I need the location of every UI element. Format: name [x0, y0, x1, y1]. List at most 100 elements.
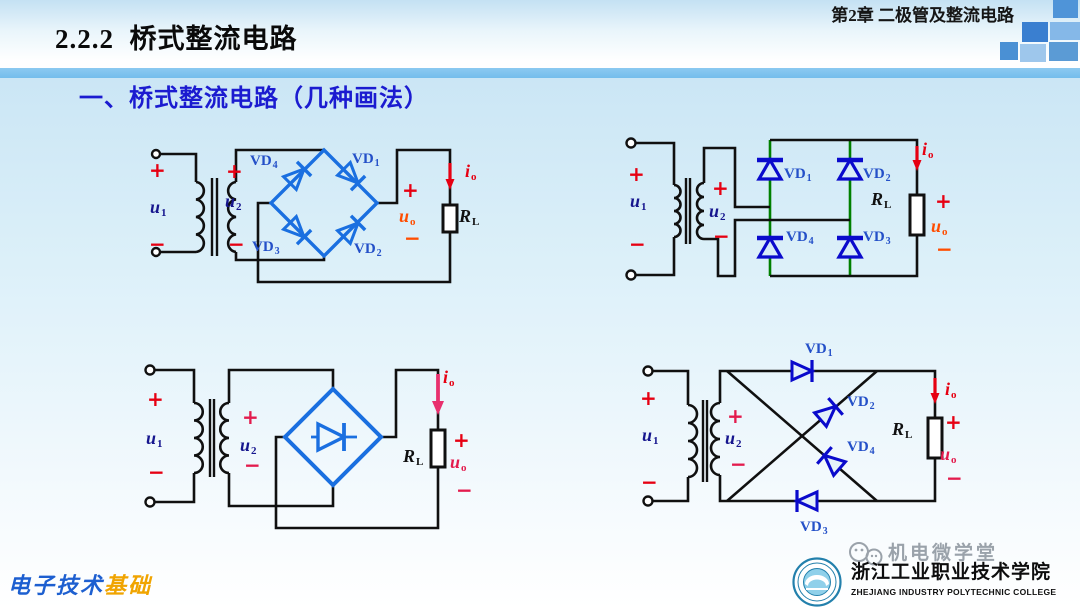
content-background [0, 78, 1080, 608]
course-title-blue: 电子技术 [8, 573, 105, 598]
diode-vd2-icon [836, 156, 864, 181]
minus-sign: − [936, 237, 953, 261]
primary-coil [193, 401, 205, 475]
diode-vd4-icon [756, 234, 784, 259]
bridge-circuit-vertical [625, 137, 926, 281]
plus-sign: + [402, 178, 419, 202]
diode-vd4-icon [280, 160, 313, 193]
transformer-core [210, 178, 219, 256]
plus-sign: + [226, 159, 243, 183]
secondary-coil [709, 401, 721, 477]
primary-coil [673, 183, 682, 239]
transformer-coils [195, 180, 237, 254]
plus-sign: + [727, 404, 744, 428]
deco-square [1053, 0, 1078, 18]
current-arrow-io [930, 378, 940, 404]
input-terminals [642, 365, 654, 507]
label-u1: u1 [146, 428, 163, 451]
load-resistor [908, 193, 926, 237]
plus-sign: + [242, 405, 259, 429]
input-terminals [150, 148, 162, 258]
label-u2: u2 [725, 428, 742, 451]
diode-vd3-icon [793, 489, 819, 513]
deco-square [1049, 42, 1078, 61]
current-arrow-io [432, 374, 444, 415]
label-vd3: VD3 [863, 229, 891, 247]
minus-sign: − [641, 470, 658, 494]
label-io: io [945, 379, 957, 402]
diode-vd1-icon [790, 359, 816, 383]
label-vd4: VD4 [250, 153, 278, 171]
input-terminals [625, 137, 637, 281]
label-uo: uo [931, 216, 948, 239]
minus-sign: − [629, 232, 646, 256]
label-u2: u2 [709, 201, 726, 224]
chapter-title: 第2章 二极管及整流电路 [831, 6, 1014, 25]
college-name-cn: 浙江工业职业技术学院 [851, 562, 1052, 583]
label-uo: uo [940, 444, 957, 467]
label-u1: u1 [150, 197, 167, 220]
label-uo: uo [399, 206, 416, 229]
label-rl: RL [459, 206, 480, 229]
load-resistor [926, 416, 944, 460]
bridge-block-diamond [282, 386, 384, 488]
label-vd1: VD1 [352, 151, 380, 169]
minus-sign: − [404, 226, 421, 250]
label-u1: u1 [630, 191, 647, 214]
college-name-en: ZHEJIANG INDUSTRY POLYTECHNIC COLLEGE [851, 587, 1057, 597]
label-vd4: VD4 [847, 439, 875, 457]
secondary-coil [226, 180, 237, 254]
transformer-core [208, 399, 216, 477]
wechat-icon [849, 542, 883, 566]
secondary-coil [695, 181, 705, 241]
diode-vd3-icon [836, 234, 864, 259]
deco-square [1000, 42, 1018, 60]
bridge-circuit-crossed [642, 359, 944, 513]
transformer-core [701, 400, 709, 482]
college-emblem-icon [792, 557, 842, 607]
label-vd2: VD2 [354, 241, 382, 259]
bridge-circuit-diamond [150, 147, 459, 284]
load-resistor [429, 428, 447, 469]
minus-sign: − [149, 232, 166, 256]
transformer-coils [673, 181, 705, 241]
transformer-core [684, 178, 692, 244]
bridge-diamond [268, 147, 380, 259]
minus-sign: − [228, 232, 245, 256]
header-band [0, 0, 1080, 68]
diode-vd2-icon [811, 397, 844, 430]
wechat-account-name: 机电微学堂 [888, 543, 999, 564]
minus-sign: − [713, 224, 730, 248]
section-heading: 一、桥式整流电路（几种画法） [79, 85, 429, 112]
label-vd3: VD3 [252, 239, 280, 257]
label-vd1: VD1 [784, 166, 812, 184]
label-vd2: VD2 [863, 166, 891, 184]
plus-sign: + [147, 387, 164, 411]
deco-square [1020, 44, 1046, 62]
diode-vd1-icon [334, 159, 367, 192]
label-u2: u2 [240, 435, 257, 458]
minus-sign: − [946, 466, 963, 490]
label-vd1: VD1 [805, 341, 833, 359]
diode-vd3-icon [280, 213, 313, 246]
transformer-coils [687, 401, 721, 479]
deco-square [1050, 22, 1080, 40]
label-u2: u2 [225, 191, 242, 214]
diode-icon [311, 421, 357, 453]
diode-vd1-icon [756, 156, 784, 181]
plus-sign: + [945, 410, 962, 434]
plus-sign: + [628, 162, 645, 186]
input-terminals [144, 364, 156, 508]
label-rl: RL [403, 446, 424, 469]
primary-coil [687, 403, 699, 479]
primary-coil [195, 180, 206, 254]
plus-sign: + [712, 176, 729, 200]
label-io: io [465, 161, 477, 184]
minus-sign: − [456, 478, 473, 502]
label-io: io [443, 367, 455, 390]
minus-sign: − [730, 452, 747, 476]
divider-strip [0, 68, 1080, 78]
load-resistor [441, 203, 459, 234]
bridge-circuit-block [144, 364, 447, 530]
